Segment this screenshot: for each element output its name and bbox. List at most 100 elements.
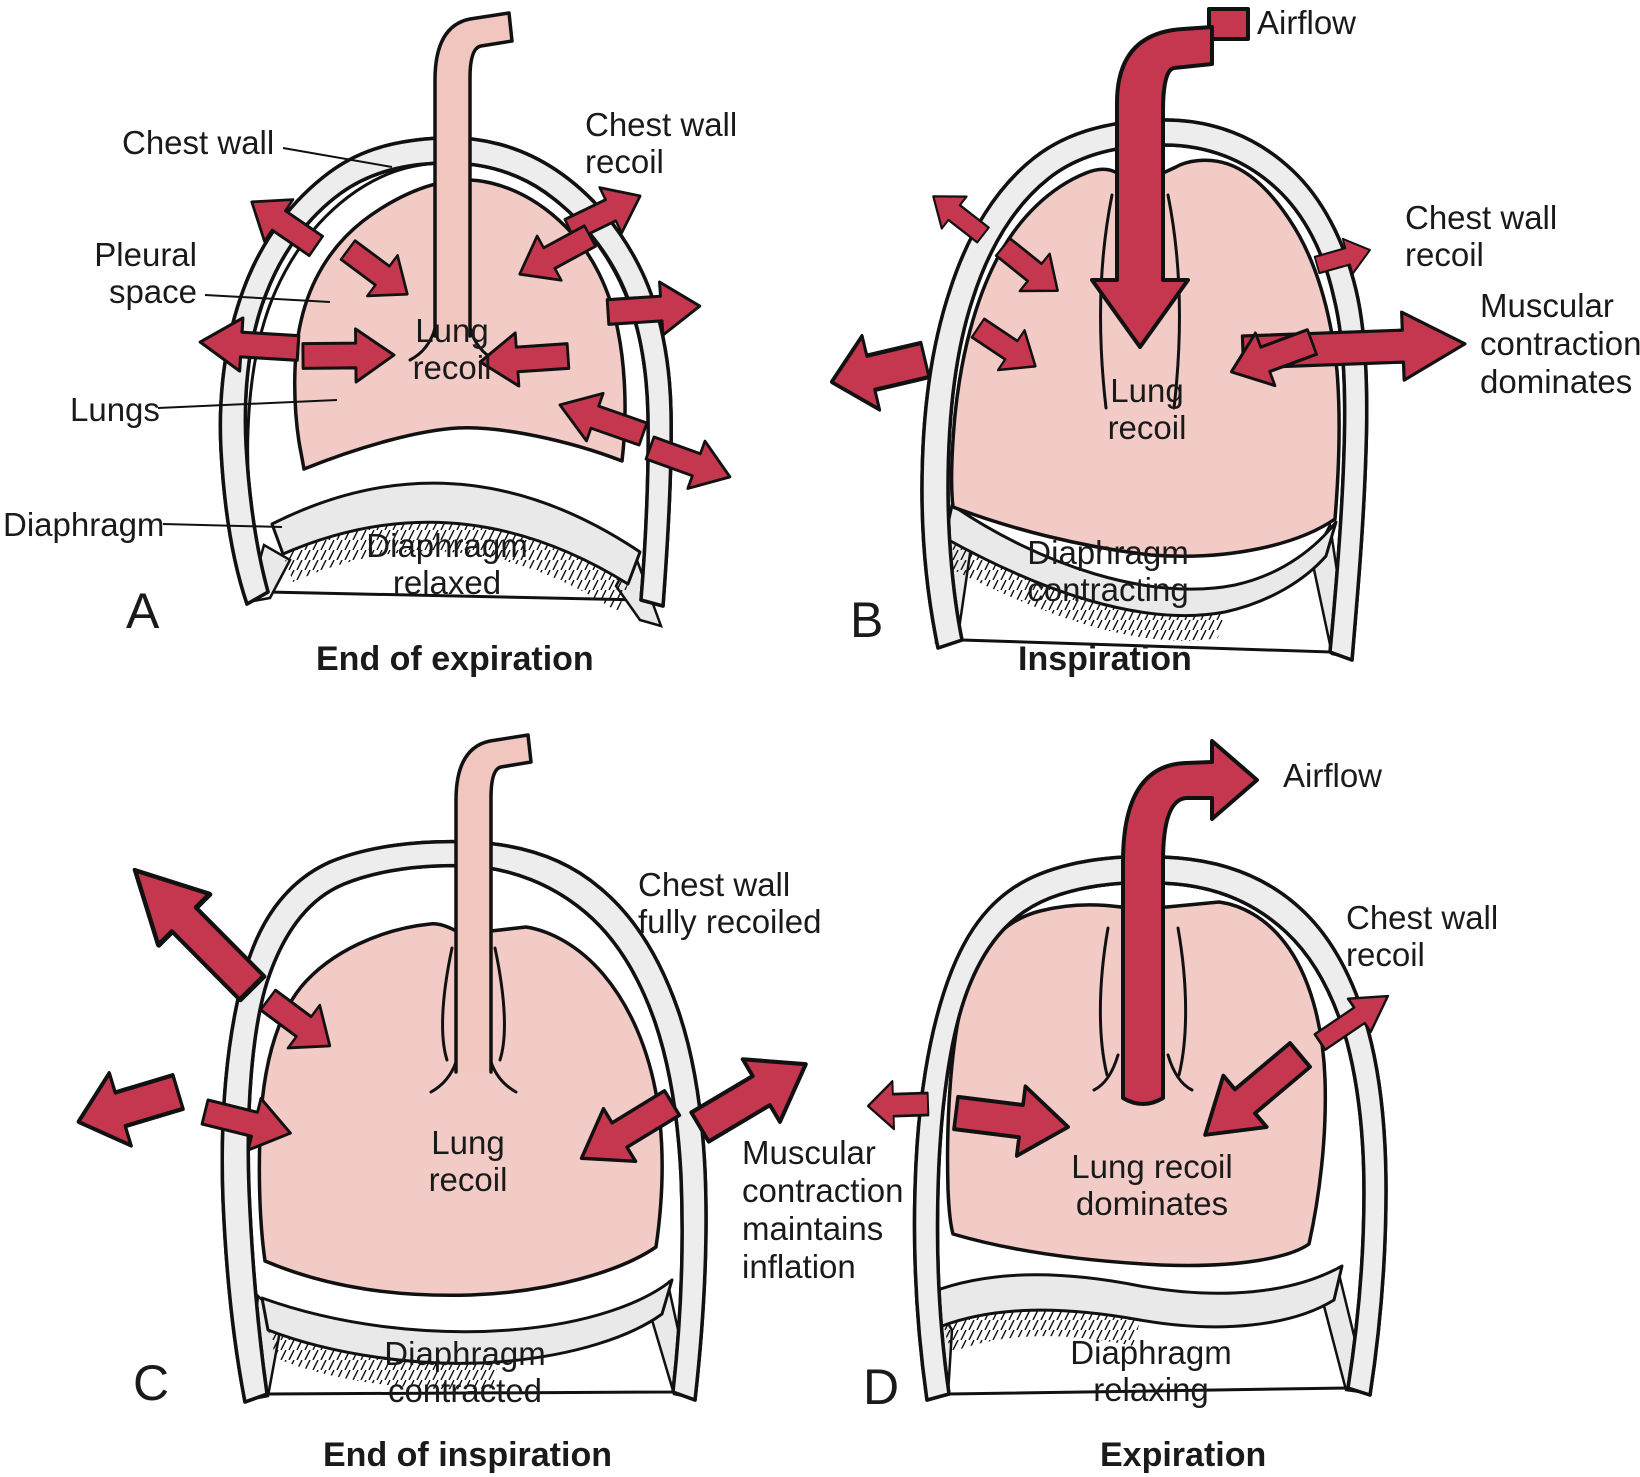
label-chest-wall-recoil: Chest wall fully recoiled: [638, 866, 821, 940]
label-line: recoil: [1107, 409, 1187, 446]
label-muscular-contraction: Muscular contraction dominates: [1480, 287, 1640, 401]
lung-shape: [257, 922, 664, 1298]
label-line: Chest wall: [122, 124, 275, 161]
panel-caption-a: End of expiration: [316, 641, 594, 678]
trachea-outline: [454, 733, 533, 1074]
label-line: C: [133, 1355, 170, 1411]
label-line: contraction: [742, 1172, 904, 1209]
label-line: D: [863, 1359, 900, 1415]
label-diaphragm-state: Diaphragm relaxed: [366, 527, 527, 601]
trachea-shape: [435, 13, 512, 336]
lung-lobe-edge: [1166, 193, 1182, 410]
label-line: Muscular: [1480, 287, 1614, 324]
label-line: A: [126, 583, 160, 639]
label-lungs: Lungs: [70, 391, 160, 428]
label-line: Pleural: [94, 236, 197, 273]
lung-lobe-edge: [441, 946, 454, 1062]
label-chest-wall-recoil: Chest wall recoil: [585, 106, 737, 180]
label-line: Chest wall: [1405, 199, 1558, 236]
label-line: Diaphragm: [3, 506, 165, 543]
airflow-stub: [1207, 7, 1250, 41]
label-line: Chest wall: [1346, 899, 1499, 936]
label-line: recoil: [1405, 236, 1484, 273]
label-lung-recoil: Lung recoil dominates: [1071, 1148, 1232, 1222]
label-line: Lung: [431, 1124, 505, 1161]
label-diaphragm-state: Diaphragm contracting: [1027, 534, 1188, 608]
label-line: Muscular: [742, 1134, 876, 1171]
label-line: Diaphragm: [366, 527, 528, 564]
bronchus-line: [1092, 1053, 1120, 1092]
label-line: Airflow: [1257, 4, 1357, 41]
label-line: recoil: [412, 349, 492, 386]
panel-caption-b: Inspiration: [1018, 641, 1192, 678]
label-line: Inspiration: [1018, 640, 1192, 678]
label-pleural-space: Pleural space: [87, 236, 197, 310]
lung-lobe-edge: [1098, 926, 1110, 1077]
label-diaphragm-state: Diaphragm relaxing: [1070, 1334, 1231, 1408]
label-line: Chest wall: [638, 866, 791, 903]
label-line: fully recoiled: [638, 903, 822, 940]
label-airflow: Airflow: [1257, 4, 1356, 41]
label-line: recoil: [585, 143, 664, 180]
label-line: recoil: [1346, 936, 1425, 973]
diaphragm-shape: [270, 481, 642, 586]
label-line: Expiration: [1100, 1436, 1267, 1474]
diaphragm-shape: [943, 503, 1338, 618]
bronchus-line: [429, 1060, 458, 1094]
label-chest-wall-recoil: Chest wall recoil: [1346, 899, 1498, 973]
diaphragm-hatching: [268, 1330, 498, 1390]
panel-b-thorax: [823, 7, 1468, 662]
diaphragm-hatching: [942, 1310, 1140, 1352]
label-line: contracted: [387, 1372, 543, 1409]
label-line: maintains: [742, 1210, 884, 1247]
bronchus-line: [489, 1060, 518, 1094]
label-line: recoil: [428, 1161, 508, 1198]
label-line: Diaphragm: [1070, 1334, 1232, 1371]
label-diaphragm: Diaphragm: [3, 506, 164, 543]
label-lung-recoil: Lung recoil: [413, 312, 492, 386]
bronchus-line: [1166, 1053, 1194, 1092]
airflow-arrow: [1121, 739, 1259, 1106]
label-line: Lung recoil: [1071, 1148, 1233, 1185]
panel-a-thorax: [157, 11, 740, 628]
label-line: End of inspiration: [323, 1436, 612, 1474]
label-line: dominates: [1480, 363, 1633, 400]
label-line: Airflow: [1283, 757, 1383, 794]
diaphragm-leader-line: [162, 523, 283, 528]
label-chest-wall-recoil: Chest wall recoil: [1405, 199, 1557, 273]
airflow-arrow: [1090, 25, 1214, 349]
label-chest-wall: Chest wall: [122, 124, 274, 161]
lung-lobe-edge: [1098, 193, 1114, 410]
lung-lobe-edge: [1176, 926, 1188, 1077]
label-lung-recoil: Lung recoil: [1108, 372, 1187, 446]
label-line: relaxing: [1093, 1371, 1209, 1408]
chest-wall-recoil-arrow: [109, 845, 278, 1014]
chest-wall-leader-line: [282, 147, 393, 168]
label-line: Lungs: [70, 391, 160, 428]
diaphragm-hatching: [283, 522, 628, 612]
panel-c-thorax: [68, 733, 825, 1404]
label-diaphragm-state: Diaphragm contracted: [384, 1335, 545, 1409]
label-line: contraction: [1480, 325, 1640, 362]
panel-caption-d: Expiration: [1100, 1437, 1266, 1474]
panel-letter-a: A: [126, 586, 159, 636]
pleural-space-leader-line: [204, 294, 331, 303]
panel-d-thorax: [865, 739, 1401, 1402]
label-line: Diaphragm: [384, 1335, 546, 1372]
label-line: contracting: [1027, 571, 1189, 608]
panel-letter-c: C: [133, 1358, 169, 1408]
chest-wall-recoil-arrow: [68, 1056, 189, 1158]
lungs-leader-line: [157, 399, 338, 409]
panel-letter-d: D: [863, 1362, 899, 1412]
bronchus-line: [408, 326, 437, 362]
label-line: Chest wall: [585, 106, 738, 143]
label-lung-recoil: Lung recoil: [429, 1124, 508, 1198]
trachea-outline: [433, 11, 514, 338]
muscular-contraction-arrow: [823, 323, 934, 419]
label-line: End of expiration: [316, 640, 594, 678]
diaphragm-shape: [930, 1264, 1344, 1329]
label-airflow: Airflow: [1283, 757, 1382, 794]
lung-lobe-edge: [493, 946, 506, 1062]
